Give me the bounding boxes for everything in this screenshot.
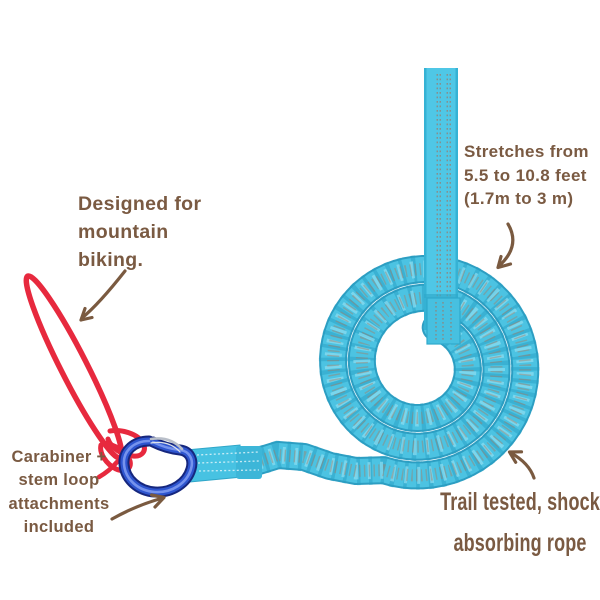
designed-for-note: Designed for mountain biking. bbox=[78, 193, 202, 271]
connector-webbing bbox=[185, 444, 262, 483]
wire-gate bbox=[150, 441, 181, 453]
bungee-rope-coil bbox=[252, 269, 525, 475]
cord-tail bbox=[96, 459, 120, 480]
trail-tested-note: Trail tested, shock absorbing rope bbox=[440, 488, 600, 557]
arrow-to-carabiner-icon bbox=[110, 493, 166, 521]
stretch-range-note: Stretches from 5.5 to 10.8 feet (1.7m to… bbox=[464, 142, 589, 208]
rope-sleeve bbox=[236, 446, 262, 479]
arrow-to-rope-icon bbox=[507, 450, 536, 480]
arrow-to-strap-icon bbox=[496, 222, 515, 270]
carabiner-included-note: Carabiner + stem loop attachments includ… bbox=[8, 448, 110, 536]
wire-gate bbox=[149, 437, 184, 451]
webbing-strap bbox=[424, 68, 461, 345]
strap-fold-seam bbox=[424, 294, 458, 298]
arrow-to-stem-loop-icon bbox=[79, 269, 127, 322]
strap-sewn-end bbox=[426, 297, 461, 345]
carabiner bbox=[118, 435, 198, 498]
